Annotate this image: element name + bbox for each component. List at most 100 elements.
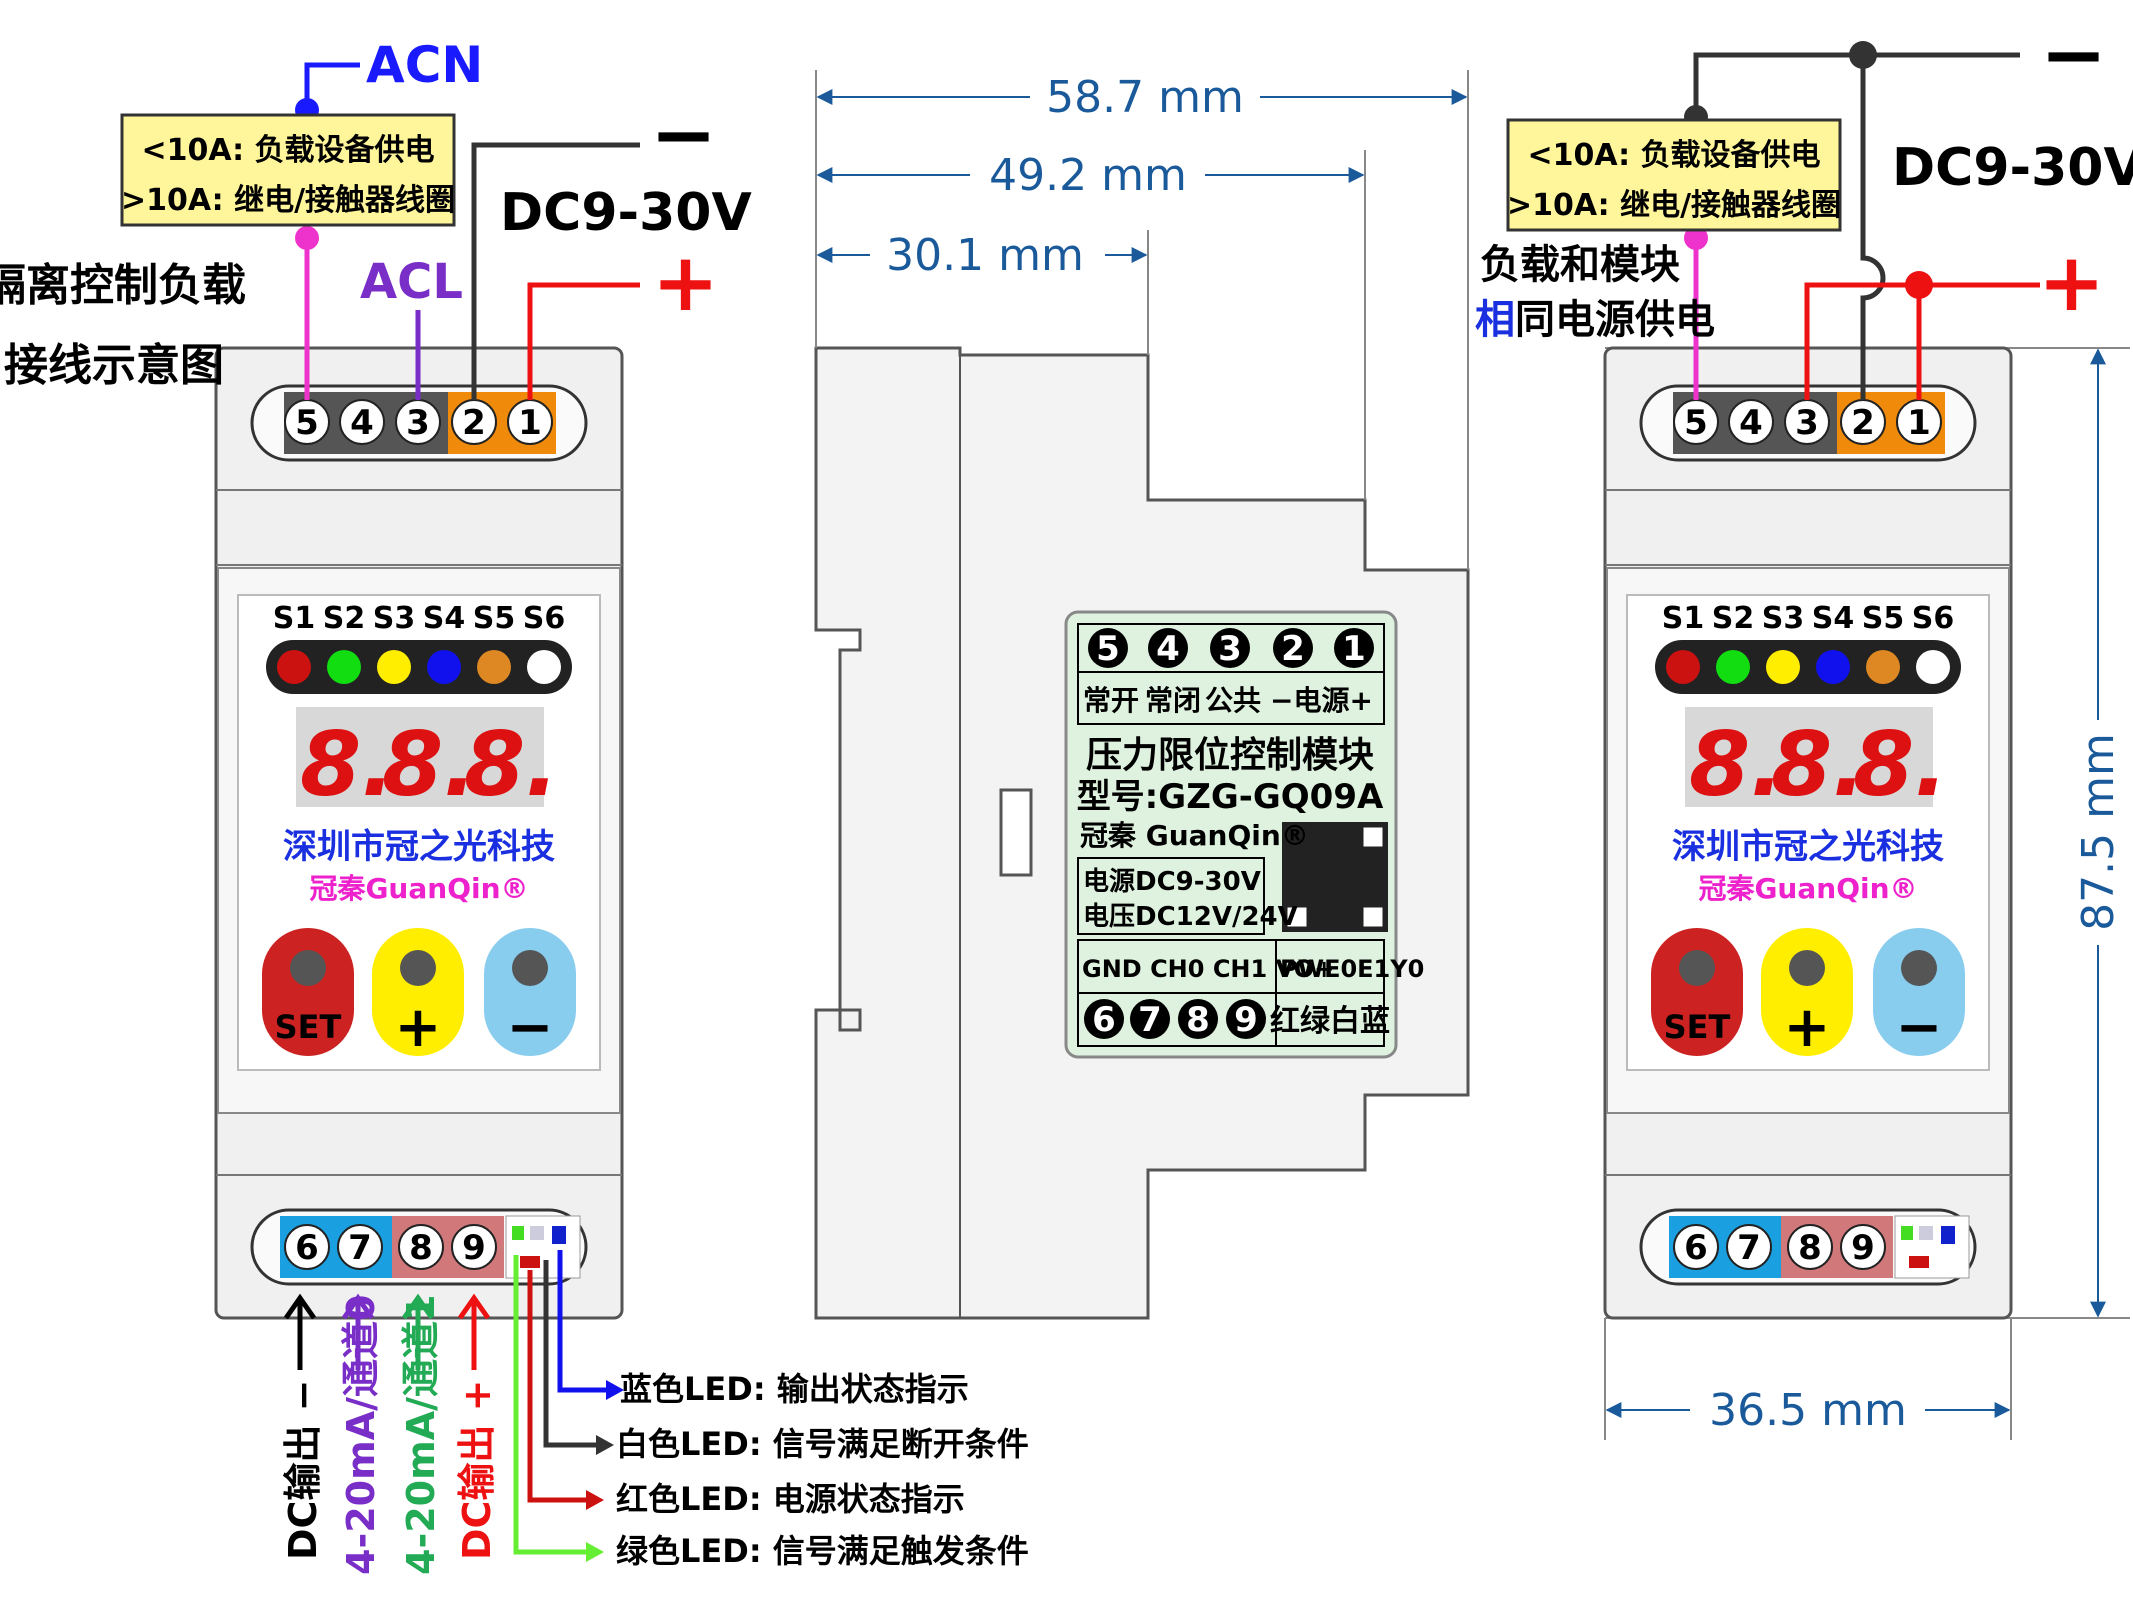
- svg-text:8.: 8.: [382, 713, 477, 816]
- right-status-leds: [1666, 650, 1950, 684]
- svg-text:8: 8: [1798, 1228, 1822, 1268]
- svg-text:8.: 8.: [1689, 713, 1784, 816]
- svg-text:2: 2: [1281, 629, 1305, 669]
- right-note-box: [1506, 118, 1842, 232]
- left-dc-range: DC9-30V: [500, 183, 752, 243]
- status-label-s2: S2: [323, 601, 365, 636]
- channel0-output: 4-20mA/通道0: [339, 1295, 383, 1575]
- right-same-supply-line1: 负载和模块: [1480, 242, 1680, 288]
- right-brand-en: 冠秦GuanQin®: [1698, 872, 1917, 905]
- right-minus-sign: −: [2040, 8, 2107, 101]
- plate-supply-2: 电压DC12V/24V: [1083, 902, 1298, 932]
- svg-text:1: 1: [518, 403, 542, 443]
- plus-button[interactable]: +: [372, 928, 464, 1060]
- svg-text:SET: SET: [1664, 1008, 1731, 1046]
- svg-text:2: 2: [1851, 403, 1875, 443]
- status-label-s1: S1: [273, 601, 315, 636]
- channel1-output: 4-20mA/通道1: [399, 1295, 443, 1575]
- svg-text:4: 4: [1156, 629, 1180, 669]
- label-plate: [1064, 610, 1398, 1059]
- left-buttons[interactable]: SET + −: [262, 928, 576, 1060]
- svg-text:−: −: [1896, 995, 1943, 1060]
- svg-text:8.: 8.: [300, 713, 395, 816]
- right-plus-button[interactable]: +: [1761, 928, 1853, 1060]
- svg-text:8.: 8.: [464, 713, 559, 816]
- left-title-line1: 隔离控制负载: [0, 260, 246, 311]
- right-minus-button[interactable]: −: [1873, 928, 1965, 1060]
- svg-text:1: 1: [1342, 629, 1366, 669]
- terminal-6: 6: [284, 1224, 330, 1270]
- output-labels: DC输出 − 4-20mA/通道0 4-20mA/通道1 DC输出 +: [281, 1295, 499, 1575]
- svg-text:3: 3: [1218, 629, 1242, 669]
- right-note-line1: <10A: 负载设备供电: [1527, 138, 1820, 173]
- left-minus-sign: −: [650, 88, 717, 181]
- plate-bottom-numbers: 6 7 8 9: [1084, 999, 1266, 1040]
- svg-text:S4: S4: [1812, 601, 1854, 636]
- plate-model: 型号:GZG-GQ09A: [1077, 777, 1384, 817]
- terminal-1: 1: [507, 399, 553, 445]
- dimension-36-5: 36.5 mm: [1709, 1385, 1907, 1436]
- svg-text:1: 1: [1907, 403, 1931, 443]
- plate-io-right: PWE0E1Y0: [1280, 955, 1424, 983]
- svg-text:9: 9: [462, 1228, 486, 1268]
- dimension-lines: [815, 70, 2130, 1440]
- status-label-s4: S4: [423, 601, 465, 636]
- led-legend-wires: [513, 1250, 624, 1562]
- set-button[interactable]: SET: [262, 928, 354, 1056]
- right-plus-sign: +: [2038, 236, 2105, 329]
- led-s4: [427, 650, 461, 684]
- svg-text:5: 5: [1684, 403, 1708, 443]
- svg-text:8: 8: [409, 1228, 433, 1268]
- led-s1: [277, 650, 311, 684]
- svg-text:3: 3: [406, 403, 430, 443]
- svg-text:S5: S5: [1862, 601, 1904, 636]
- svg-text:5: 5: [1096, 629, 1120, 669]
- left-note-line1: <10A: 负载设备供电: [141, 133, 434, 168]
- svg-text:9: 9: [1234, 1000, 1258, 1040]
- left-seven-seg-display: 8. 8. 8.: [300, 713, 559, 816]
- acn-label: ACN: [366, 36, 483, 94]
- dimension-49-2: 49.2 mm: [989, 150, 1187, 201]
- svg-text:S6: S6: [1912, 601, 1954, 636]
- led-s2: [327, 650, 361, 684]
- terminal-2: 2: [451, 399, 497, 445]
- minus-button[interactable]: −: [484, 928, 576, 1060]
- svg-text:常开: 常开: [1083, 684, 1139, 717]
- terminal-7: 7: [337, 1224, 383, 1270]
- svg-text:−: −: [507, 995, 554, 1060]
- svg-text:S1: S1: [1662, 601, 1704, 636]
- svg-text:7: 7: [348, 1228, 372, 1268]
- right-brand-cn: 深圳市冠之光科技: [1672, 827, 1944, 867]
- right-wiring: [1684, 41, 2040, 400]
- svg-text:+: +: [1784, 995, 1831, 1060]
- left-wiring: [295, 62, 640, 400]
- legend-white-led: 白色LED: 信号满足断开条件: [616, 1425, 1029, 1463]
- right-buttons[interactable]: SET + −: [1651, 928, 1965, 1060]
- svg-text:SET: SET: [275, 1008, 342, 1046]
- right-note-line2: >10A: 继电/接触器线圈: [1507, 188, 1841, 223]
- led-s3: [377, 650, 411, 684]
- left-title-line2: 接线示意图: [4, 340, 224, 391]
- plate-io-left: GND CH0 CH1 VO+: [1082, 955, 1334, 983]
- svg-text:8: 8: [1186, 1000, 1210, 1040]
- svg-text:7: 7: [1737, 1228, 1761, 1268]
- left-status-leds: [277, 650, 561, 684]
- terminal-9: 9: [451, 1224, 497, 1270]
- terminal-4: 4: [339, 399, 385, 445]
- svg-text:−电源+: −电源+: [1270, 684, 1373, 717]
- dc-output-minus: DC输出 −: [281, 1379, 325, 1560]
- svg-text:6: 6: [1092, 1000, 1116, 1040]
- acl-label: ACL: [360, 254, 463, 310]
- svg-text:S2: S2: [1712, 601, 1754, 636]
- plate-row2: 常开 常闭 公共 −电源+: [1083, 684, 1373, 717]
- led-legend: 蓝色LED: 输出状态指示 白色LED: 信号满足断开条件 红色LED: 电源状…: [616, 1370, 1029, 1570]
- output-arrows: [283, 1293, 491, 1370]
- svg-text:8.: 8.: [1853, 713, 1948, 816]
- right-bottom-terminals: 6 7 8 9: [1673, 1224, 1886, 1270]
- plate-terminal-numbers: 5 4 3 2 1: [1088, 628, 1374, 669]
- terminal-5: 5: [284, 399, 330, 445]
- svg-text:公共: 公共: [1205, 684, 1261, 717]
- status-label-s5: S5: [473, 601, 515, 636]
- left-brand-en: 冠秦GuanQin®: [309, 872, 528, 905]
- right-set-button[interactable]: SET: [1651, 928, 1743, 1056]
